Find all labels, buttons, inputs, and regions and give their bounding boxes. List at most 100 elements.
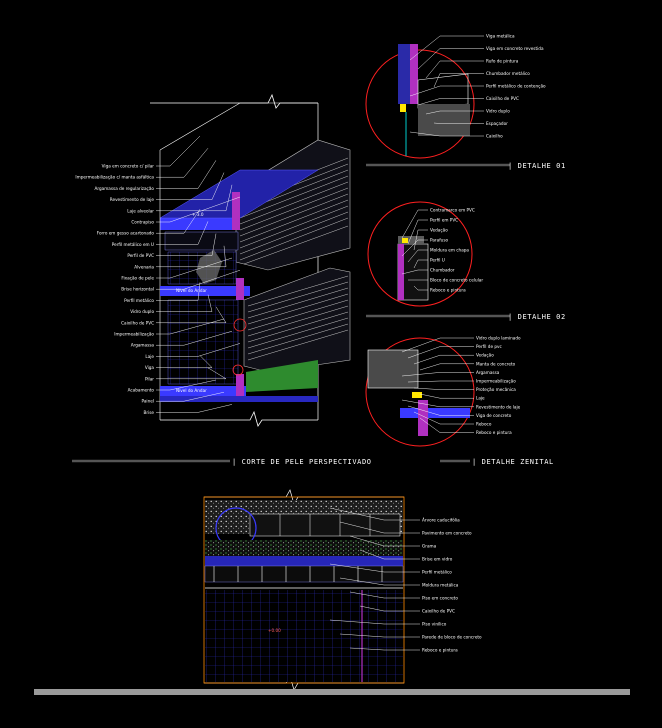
detail-01-beam xyxy=(410,44,418,104)
annotation-label: Árvore caducifólia xyxy=(422,518,460,523)
detail-03-circle xyxy=(365,337,475,447)
annotation-label: Forro em gesso acartonado xyxy=(97,231,155,236)
leader-line xyxy=(419,363,474,371)
annotation-label: Bloco de concreto celular xyxy=(430,278,483,283)
leader-line xyxy=(156,404,233,413)
annotation-label: Caixilho xyxy=(486,134,503,139)
leader-line xyxy=(156,160,217,189)
leader-line xyxy=(156,343,241,357)
annotation-label: Reboco e pintura xyxy=(422,648,458,653)
leader-line xyxy=(156,196,241,223)
annotation-label: Rufo de pintura xyxy=(486,59,519,64)
level-tag-mid: Nível do Andar xyxy=(176,288,207,293)
annotation-label: Vedação xyxy=(430,228,448,233)
leader-line xyxy=(156,135,201,167)
leader-line xyxy=(425,110,484,115)
leader-line xyxy=(359,549,420,560)
leader-line xyxy=(417,48,484,70)
annotation-label: Caixilho de PVC xyxy=(121,320,154,325)
leader-line xyxy=(156,221,209,245)
annotation-label: Viga em concreto c/ pilar xyxy=(102,164,155,169)
break-line-top xyxy=(150,93,318,109)
leader-line xyxy=(156,233,217,256)
annotation-label: Viga em concreto revestida xyxy=(486,46,544,51)
title-bar xyxy=(34,689,630,695)
zenital-paving-joints xyxy=(279,514,371,536)
leader-line xyxy=(349,591,420,599)
annotation-label: Argamassa xyxy=(131,343,155,348)
annotation-label: Reboco e pintura xyxy=(430,288,466,293)
zenital-slab-blue xyxy=(205,556,403,566)
annotation-label: Laje xyxy=(145,354,154,359)
annotation-label: Vidro duplo xyxy=(130,309,154,314)
annotation-label: Parede de bloco de concreto xyxy=(422,635,482,640)
leader-line xyxy=(156,282,201,301)
leader-line xyxy=(156,330,233,346)
zenital-level-tag: +0.00 xyxy=(268,628,281,633)
annotation-label: Moldura metálica xyxy=(422,583,459,588)
leader-line xyxy=(401,209,428,239)
leader-line xyxy=(413,259,428,269)
annotation-label: Contramarco em PVC xyxy=(430,208,475,213)
leader-line xyxy=(156,379,217,391)
annotation-label: Reboco xyxy=(476,422,492,427)
annotation-label: Manta de concreto xyxy=(476,361,516,366)
leader-line xyxy=(329,619,420,625)
annotation-label: Laje xyxy=(476,396,485,401)
annotation-label: Viga de concreto xyxy=(476,413,512,418)
perspective-section: + 3.0 Nível do Andar Nível do Andar Viga… xyxy=(75,93,351,427)
annotation-label: Alvenaria xyxy=(134,264,154,269)
detail-01-pvc xyxy=(400,104,406,112)
annotation-label: Vidro duplo laminado xyxy=(476,336,521,341)
leader-line xyxy=(349,647,420,651)
detail-03-beam xyxy=(418,400,428,436)
detail-02-beam xyxy=(398,244,404,300)
leader-line xyxy=(413,285,428,291)
detail-02-circle xyxy=(367,201,473,307)
detail-01-circle xyxy=(365,49,475,159)
leader-line xyxy=(409,131,484,137)
annotation-label: Caixilho de PVC xyxy=(486,96,519,101)
annotation-label: Argamassa de regularização xyxy=(94,186,154,191)
leader-line xyxy=(156,172,225,200)
annotation-label: Laje alveolar xyxy=(127,208,154,213)
detail-01-title: | DETALHE 01 xyxy=(508,162,566,170)
middle-slab xyxy=(160,286,250,296)
annotation-label: Perfil metálico de contenção xyxy=(486,84,546,89)
annotation-label: Espaçador xyxy=(486,121,508,126)
leader-line xyxy=(359,605,420,612)
detail-02-seal xyxy=(402,238,408,243)
zenital-grass xyxy=(205,540,403,556)
annotation-label: Piso em concreto xyxy=(422,596,458,601)
leader-line xyxy=(339,633,420,638)
leader-line xyxy=(156,148,209,178)
leader-line xyxy=(156,257,233,279)
lower-beam xyxy=(236,374,244,398)
leader-line xyxy=(156,184,233,212)
detail-03-glass xyxy=(367,349,419,389)
leader-line xyxy=(419,393,474,399)
leader-line xyxy=(156,269,241,290)
break-line-bottom xyxy=(160,410,318,427)
cut-marker-1 xyxy=(233,318,247,332)
leader-line xyxy=(339,521,420,534)
middle-beam xyxy=(236,278,244,300)
leader-line xyxy=(156,245,227,268)
zenital-paving xyxy=(249,513,401,537)
upper-parapet xyxy=(159,102,318,151)
annotation-label: Perfil metálico xyxy=(124,298,154,303)
roof-ceiling xyxy=(164,231,239,251)
leader-line xyxy=(409,85,484,97)
roof-beam xyxy=(232,192,240,230)
annotation-label: Painel xyxy=(142,399,154,404)
leader-line xyxy=(413,411,474,425)
annotation-label: Viga metálica xyxy=(486,34,515,39)
zenital-profile-ticks xyxy=(213,566,383,582)
leader-line xyxy=(413,229,428,251)
annotation-label: Brise xyxy=(143,410,154,415)
